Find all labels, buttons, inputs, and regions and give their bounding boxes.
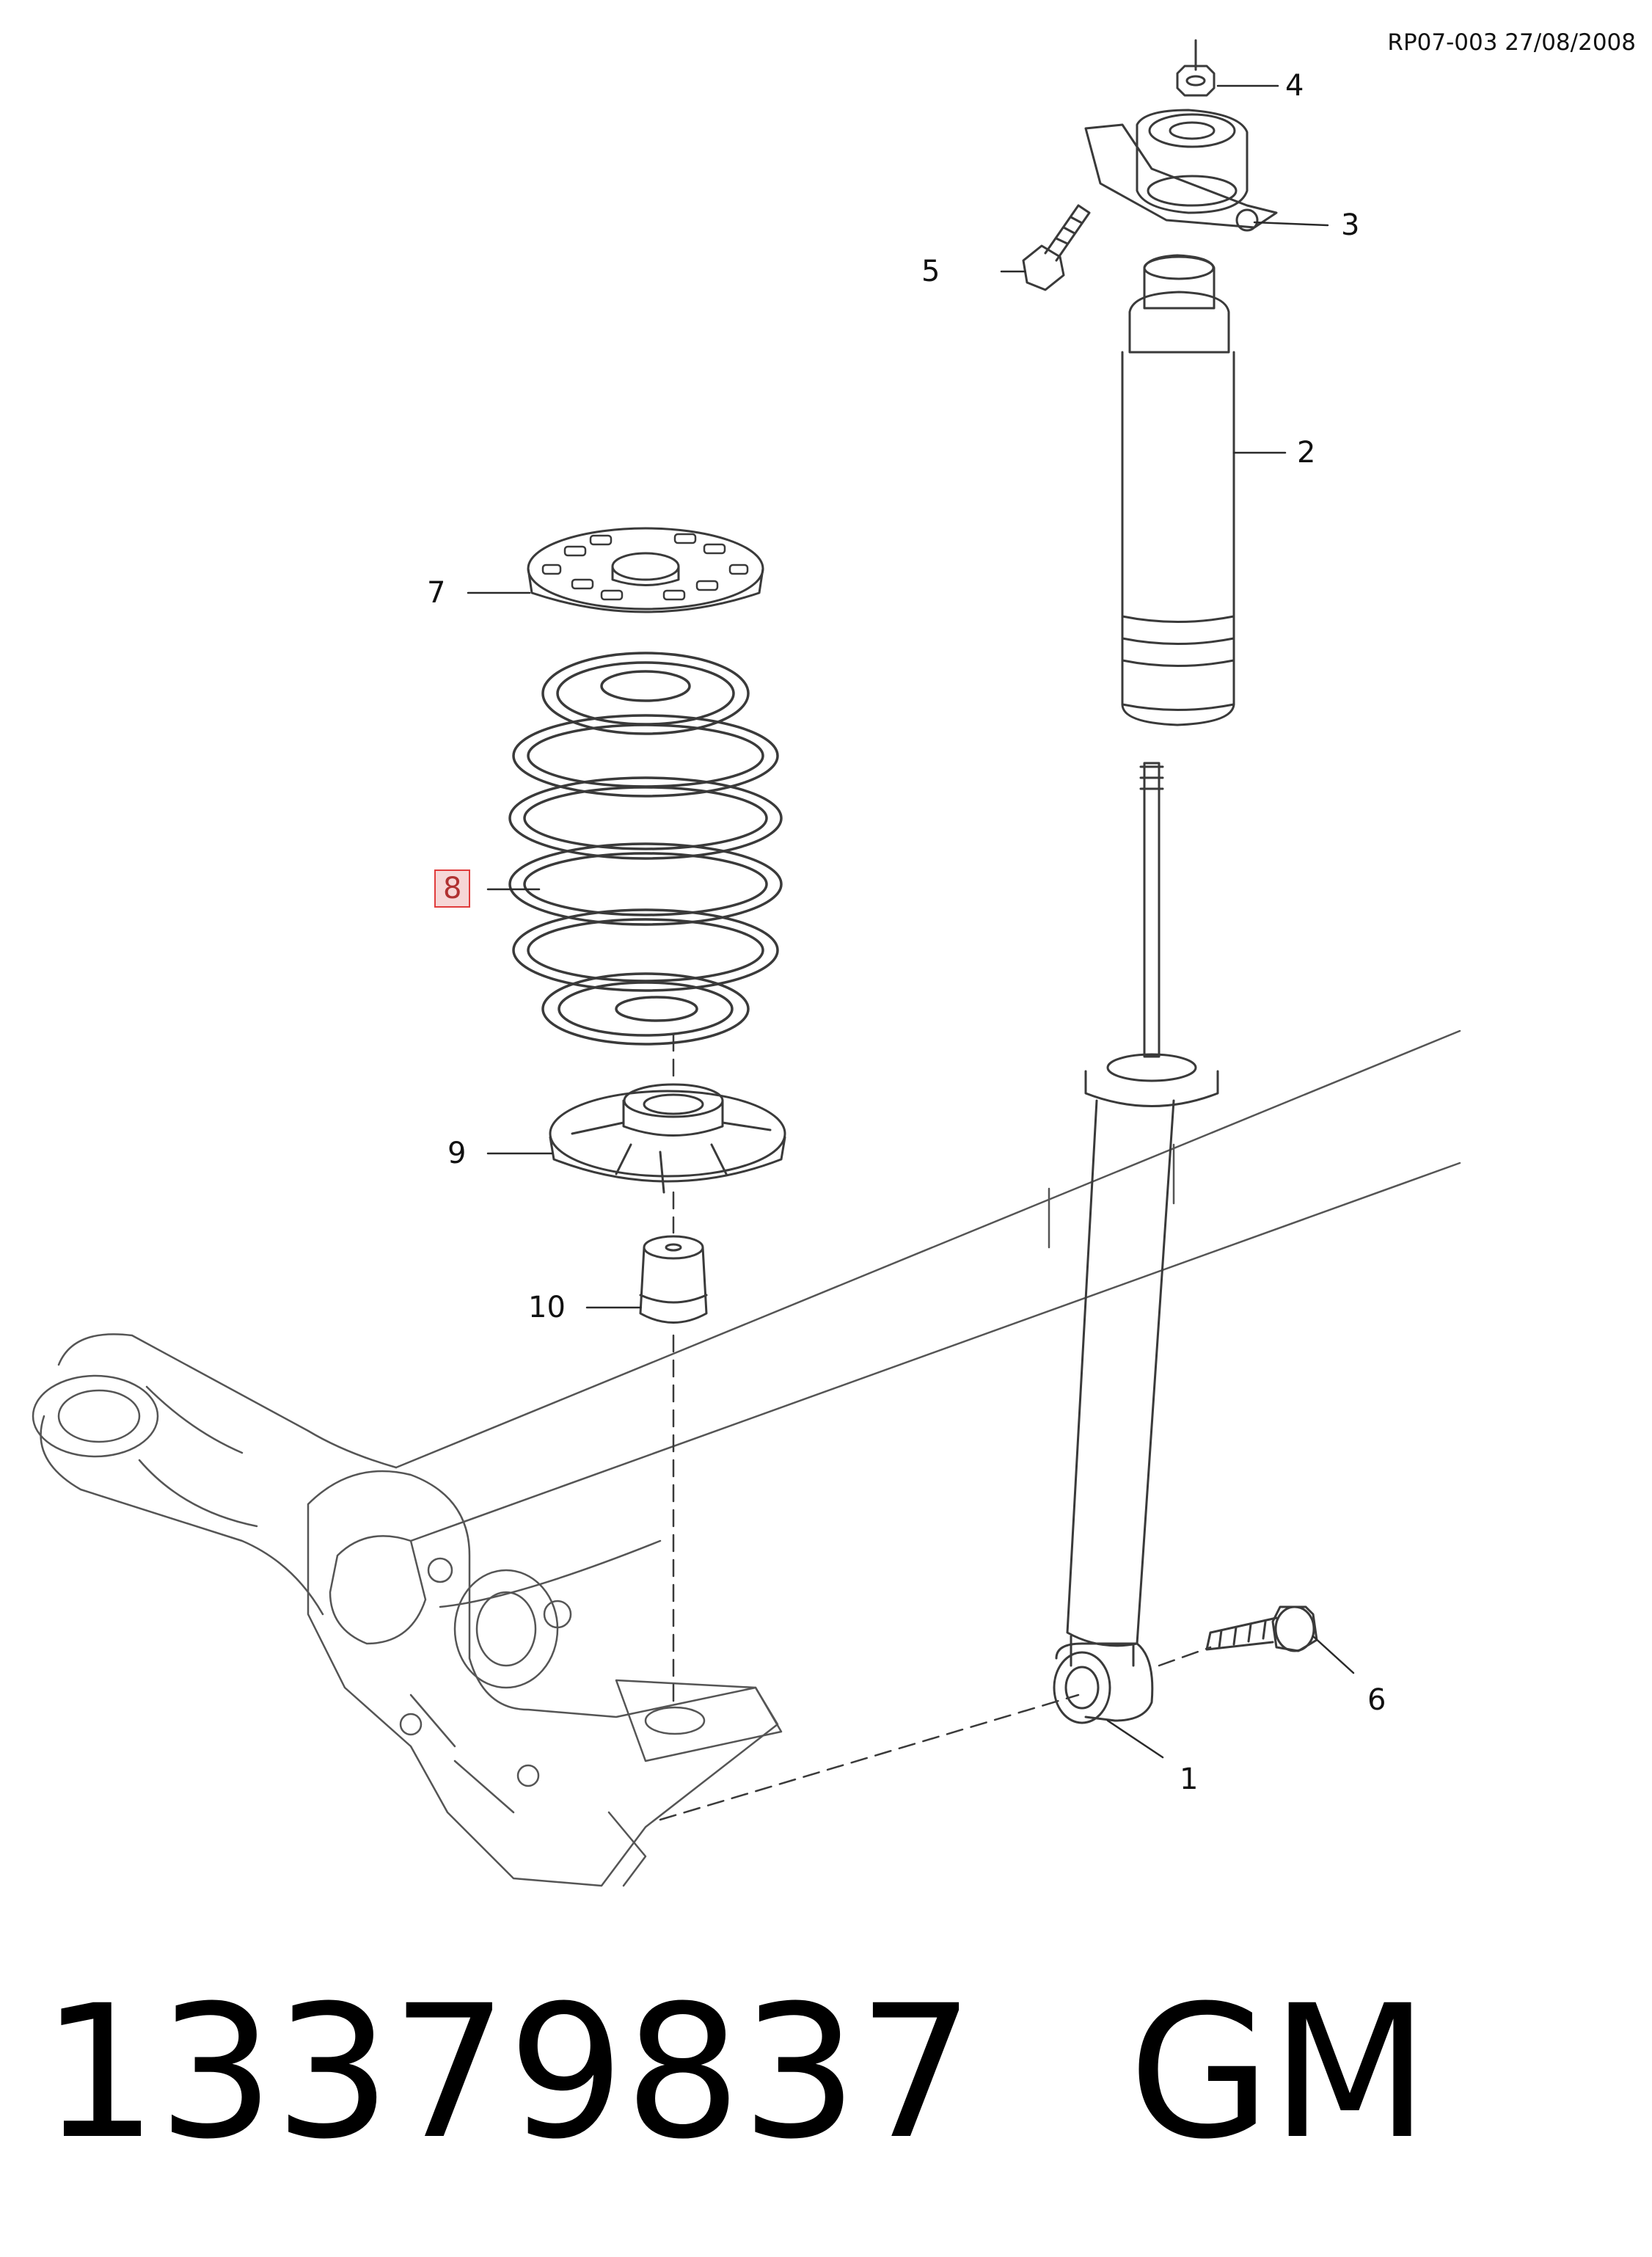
part-9-lower-insulator xyxy=(549,1083,786,1194)
part-8-coil-spring xyxy=(508,652,783,1046)
part-10-bump-stop xyxy=(639,1235,708,1324)
brand-name: GM xyxy=(1128,1966,1429,2179)
callout-4[interactable]: 4 xyxy=(1285,69,1304,103)
suspension-exploded-diagram xyxy=(32,39,1461,1887)
callout-2[interactable]: 2 xyxy=(1297,436,1316,470)
part-5-bolt xyxy=(1022,204,1091,291)
callout-9[interactable]: 9 xyxy=(447,1137,467,1170)
drawing-reference: RP07-003 27/08/2008 xyxy=(1387,29,1636,56)
part-2-dust-cover xyxy=(1121,254,1235,726)
callout-5[interactable]: 5 xyxy=(921,255,940,288)
part-3-upper-mount xyxy=(1084,109,1278,232)
callout-1[interactable]: 1 xyxy=(1180,1762,1199,1796)
callout-6[interactable]: 6 xyxy=(1367,1683,1386,1717)
part-7-upper-insulator xyxy=(527,527,764,613)
callout-3[interactable]: 3 xyxy=(1341,208,1360,242)
callout-8[interactable]: 8 xyxy=(434,869,471,908)
assembly-dash-lines xyxy=(659,1033,1212,1821)
callout-10[interactable]: 10 xyxy=(528,1291,566,1324)
part-1-shock-absorber xyxy=(1053,762,1219,1724)
part-number: 13379837 xyxy=(41,1966,975,2179)
part-4-nut xyxy=(1176,39,1216,97)
part-6-bolt xyxy=(1205,1605,1318,1652)
axle-beam-outline xyxy=(32,1029,1461,1887)
callout-7[interactable]: 7 xyxy=(427,576,446,610)
leader-lines xyxy=(467,84,1355,1759)
